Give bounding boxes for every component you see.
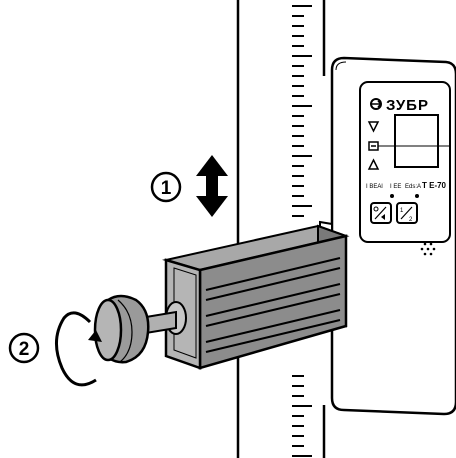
rotate-arrow-icon xyxy=(55,311,102,387)
step-1-indicator: 1 xyxy=(150,171,182,203)
led-left xyxy=(390,194,394,198)
lcd-display xyxy=(394,114,439,168)
power-sound-icon xyxy=(373,206,387,220)
mode-label-3: Еds:А xyxy=(405,184,421,190)
up-arrow-icon xyxy=(367,121,380,133)
led-right xyxy=(415,194,419,198)
speaker-grille xyxy=(420,242,436,256)
brand-text: ЗУБР xyxy=(386,97,429,114)
svg-text:2: 2 xyxy=(409,217,413,223)
rod-scale-ticks xyxy=(292,5,312,457)
precision-toggle-icon: 1 2 xyxy=(400,206,413,223)
precision-toggle-button[interactable]: 1 2 xyxy=(396,202,418,224)
power-sound-button[interactable] xyxy=(370,202,392,224)
brand-logo: ЗУБР xyxy=(370,97,429,114)
clamp-ribs xyxy=(205,257,341,353)
mode-label-2: I ЕЕ xyxy=(390,184,401,190)
locking-knob[interactable] xyxy=(93,294,187,364)
step-2-number: 2 xyxy=(19,339,30,360)
step-1-number: 1 xyxy=(161,178,172,199)
up-down-arrow-icon xyxy=(196,155,228,217)
rod-clamp xyxy=(162,224,350,370)
svg-text:1: 1 xyxy=(400,208,404,214)
down-arrow-icon xyxy=(367,158,380,170)
laser-detector: ЗУБР I ВЕАl I ЕЕ Еds:А Т Е-70 xyxy=(319,56,456,416)
model-label: Т Е-70 xyxy=(422,181,447,190)
measuring-rod xyxy=(236,0,326,458)
step-2-indicator: 2 xyxy=(8,332,40,364)
mode-label-1: I ВЕАl xyxy=(366,184,383,190)
